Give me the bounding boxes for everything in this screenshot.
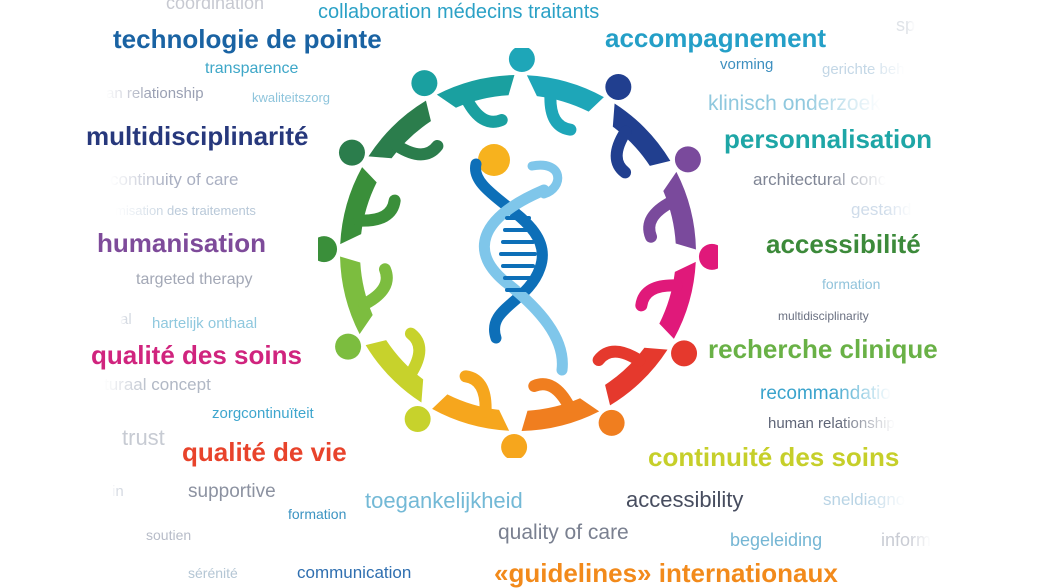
figure-body <box>526 75 604 112</box>
figure-head <box>598 409 625 436</box>
figure-body <box>663 171 696 250</box>
word-recherche-clinique: recherche clinique <box>708 334 938 364</box>
dna-strand-a <box>470 158 548 344</box>
figure-leg <box>610 125 632 179</box>
figure-body <box>521 398 600 431</box>
word-sp: sp <box>896 15 916 35</box>
word-accompagnement: accompagnement <box>605 23 827 53</box>
word-continuity-of-care: continuity of care <box>110 170 239 189</box>
figure-body <box>365 340 424 403</box>
figure-head <box>605 73 632 100</box>
dna-light-half <box>527 160 563 199</box>
word-quality-of-care: quality of care <box>498 521 629 544</box>
figure-leg <box>643 195 678 243</box>
figure-head <box>411 70 438 97</box>
word-optimisation-traitements: misation des traitements <box>115 203 256 218</box>
figure-leg <box>353 194 401 227</box>
word-serenite: sérénité <box>188 565 238 581</box>
figure-leg <box>592 345 646 367</box>
figure-body <box>432 394 510 431</box>
word-humanisation: humanisation <box>97 228 267 258</box>
word-continuite-des-soins: continuité des soins <box>648 442 900 472</box>
word-technologie-de-pointe: technologie de pointe <box>113 24 382 54</box>
word-al: al <box>120 311 132 328</box>
word-an-relationship: an relationship <box>106 85 204 102</box>
word-communication: communication <box>297 563 412 582</box>
word-formation-bottom: formation <box>288 506 347 522</box>
figure-body <box>659 261 696 339</box>
sun-dot <box>478 144 510 176</box>
figure-head <box>318 236 338 263</box>
word-supportive: supportive <box>188 481 276 502</box>
figure-leg <box>460 93 508 128</box>
word-accessibilite: accessibilité <box>766 229 921 259</box>
word-accessibility: accessibility <box>626 487 744 512</box>
dna-rungs <box>499 216 537 292</box>
figure-body <box>436 75 515 108</box>
figure-head <box>404 406 431 433</box>
word-hartelijk-onthaal: hartelijk onthaal <box>152 315 258 332</box>
word-architectural: architectural conc <box>753 170 887 189</box>
figure-head <box>674 146 701 173</box>
word-gestand: gestand <box>851 200 912 219</box>
figure-head <box>338 139 365 166</box>
word-trust: trust <box>122 425 165 450</box>
word-in: in <box>112 483 124 500</box>
word-human-relationship: human relationship <box>768 415 895 432</box>
word-formation-right: formation <box>822 276 881 292</box>
word-turaal-concept: turaal concept <box>104 375 211 394</box>
word-toegankelijkheid: toegankelijkheid <box>365 488 523 513</box>
figure-body <box>612 103 671 166</box>
word-qualite-de-vie: qualité de vie <box>182 437 347 467</box>
figure-leg <box>528 378 576 413</box>
figure-ring <box>318 48 718 458</box>
word-sneldiagnose: sneldiagno <box>823 490 906 509</box>
word-multidisciplinarite: multidisciplinarité <box>86 121 309 151</box>
figure-leg <box>459 370 492 418</box>
figure-head <box>508 48 535 73</box>
word-vorming: vorming <box>720 56 774 73</box>
figure-leg <box>390 139 444 161</box>
figure-body <box>605 347 668 406</box>
word-zorgcontinuiteit: zorgcontinuïteit <box>212 405 314 422</box>
figure-body <box>340 256 373 335</box>
dna-strand-b <box>478 184 568 376</box>
word-multidisciplinarity: multidisciplinarity <box>778 309 869 323</box>
word-inform: inform <box>881 530 932 550</box>
figure-head <box>501 433 528 458</box>
figure-head <box>335 333 362 360</box>
word-begeleiding: begeleiding <box>730 530 823 550</box>
word-transparence: transparence <box>205 60 299 77</box>
word-collaboration: collaboration médecins traitants <box>318 1 600 23</box>
figure-leg <box>358 263 393 311</box>
word-klinisch-onderzoek: klinisch onderzoek <box>708 92 881 115</box>
word-recommandation: recommandatio <box>760 383 891 404</box>
word-targeted-therapy: targeted therapy <box>136 271 253 288</box>
figure-leg <box>544 88 577 136</box>
dna-helix-icon <box>470 144 568 376</box>
figure-leg <box>404 327 426 381</box>
people-circle-dna-icon <box>318 48 718 458</box>
figure-body <box>368 100 431 159</box>
figure-head <box>671 340 698 367</box>
word-soutien: soutien <box>146 527 192 543</box>
word-kwaliteitszorg: kwaliteitszorg <box>252 90 331 105</box>
word-guidelines-internationaux: «guidelines» internationaux <box>494 558 838 588</box>
figure-body <box>340 167 377 245</box>
word-coordination: coordination <box>166 0 265 13</box>
word-qualite-des-soins: qualité des soins <box>91 340 302 370</box>
word-gerichte: gerichte beh <box>822 61 905 78</box>
figure-leg <box>635 279 683 312</box>
word-personnalisation: personnalisation <box>724 124 933 154</box>
figure-head <box>698 243 718 270</box>
